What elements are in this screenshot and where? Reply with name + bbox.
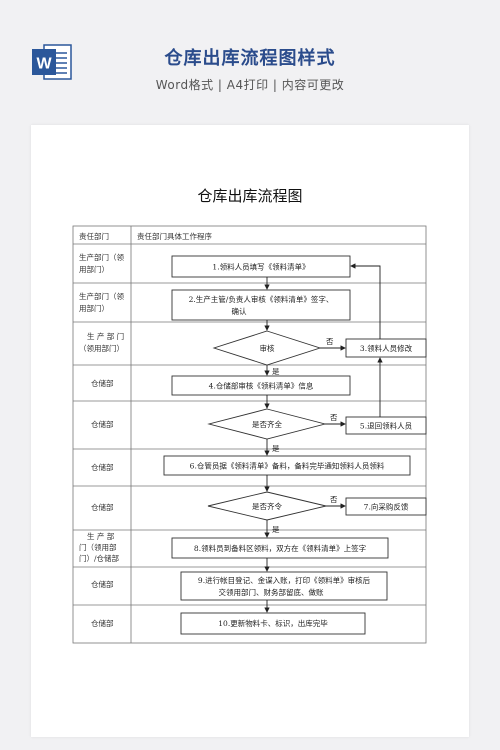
decision-3-label: 是否齐令 <box>252 501 282 511</box>
step-1-label: 1.领料人员填写《领料清单》 <box>212 262 309 272</box>
step-5-label: 5.退回领料人员 <box>360 421 413 431</box>
dept-label: 生产部门（领 <box>79 291 124 301</box>
step-9-box <box>180 571 388 601</box>
header: W 仓库出库流程图样式 Word格式 | A4打印 | 内容可更改 <box>0 0 500 110</box>
page-subtitle: Word格式 | A4打印 | 内容可更改 <box>155 78 345 92</box>
dept-row-3: 生 产 部 门 （领用部门） <box>79 331 124 353</box>
dept-row-8: 生 产 部 门（领用部 门）/仓储部 <box>79 531 120 563</box>
flowchart: 责任部门 责任部门具体工作程序 生产部门（领 用部门） 生产部门（领 用部门） … <box>72 225 427 644</box>
yes-label: 是 <box>272 444 280 453</box>
step-9-label: 9.进行帐目登记、金谍入账，打印《领料单》审核后 <box>198 575 371 585</box>
no-label: 否 <box>330 413 338 422</box>
no-label: 否 <box>326 337 334 346</box>
step-1-box <box>171 255 351 278</box>
dept-label: 仓储部 <box>91 419 114 429</box>
document-page: 仓库出库流程图 责任部门 责任部门具体工作程序 生产部门（领 <box>31 125 469 737</box>
step-8-label: 8.领料员到备料区领料，双方在《领料清单》上签字 <box>194 543 366 553</box>
table-header-procedure: 责任部门具体工作程序 <box>137 231 212 241</box>
dept-label: 门（领用部 <box>79 542 117 552</box>
dept-label: 门）/仓储部 <box>79 553 120 563</box>
decision-2-label: 是否齐全 <box>252 419 282 429</box>
step-7-label: 7.向采购反馈 <box>364 502 409 512</box>
dept-label: 生产部门（领 <box>79 252 124 262</box>
dept-label: 生 产 部 门 <box>87 331 124 341</box>
yes-label: 是 <box>272 367 280 376</box>
step-3-label: 3.领料人员修改 <box>360 343 413 353</box>
step-4-label: 4.仓储部审核《领料清单》信息 <box>209 381 314 391</box>
step-8-box <box>171 537 389 559</box>
dept-row-2: 生产部门（领 用部门） <box>79 291 124 313</box>
table-header-dept: 责任部门 <box>79 231 109 241</box>
word-icon-letter: W <box>36 56 52 73</box>
step-2-box <box>171 289 351 321</box>
step-4-box <box>171 375 351 396</box>
dept-label: 生 产 部 <box>87 531 115 541</box>
dept-label: 仓储部 <box>91 378 114 388</box>
dept-row-4: 仓储部 <box>91 378 114 388</box>
step-7-box <box>345 497 427 516</box>
step-9-label: 交领用部门、财务部留底、做账 <box>219 587 324 597</box>
step-2-label: 2.生产主管/负责人审核《领料清单》签字、 <box>189 294 334 304</box>
dept-label: 仓储部 <box>91 502 114 512</box>
dept-label: 仓储部 <box>91 462 114 472</box>
document-title: 仓库出库流程图 <box>197 187 303 205</box>
table-grid <box>72 225 427 644</box>
word-icon: W <box>32 44 72 80</box>
dept-label: 仓储部 <box>91 579 114 589</box>
decision-1-label: 审核 <box>260 343 275 353</box>
step-10-box <box>180 612 366 635</box>
dept-label: （领用部门） <box>79 343 124 353</box>
dept-row-7: 仓储部 <box>91 502 114 512</box>
dept-row-6: 仓储部 <box>91 462 114 472</box>
step-6-label: 6.仓管员据《领料清单》备料，备料完毕通知领料人员领料 <box>190 461 385 471</box>
dept-label: 用部门） <box>79 303 109 313</box>
step-3-box <box>345 338 427 358</box>
step-10-label: 10.更新物料卡、标识，出库完毕 <box>218 618 328 628</box>
step-2-label: 确认 <box>232 306 247 316</box>
dept-row-10: 仓储部 <box>91 618 114 628</box>
dept-label: 仓储部 <box>91 618 114 628</box>
no-label: 否 <box>330 495 338 504</box>
dept-label: 用部门） <box>79 264 109 274</box>
dept-row-5: 仓储部 <box>91 419 114 429</box>
step-5-box <box>345 416 427 435</box>
page-title: 仓库出库流程图样式 <box>164 48 336 69</box>
step-6-box <box>163 455 411 476</box>
yes-label: 是 <box>272 525 280 534</box>
dept-row-9: 仓储部 <box>91 579 114 589</box>
connectors <box>264 263 383 613</box>
dept-row-1: 生产部门（领 用部门） <box>79 252 124 274</box>
